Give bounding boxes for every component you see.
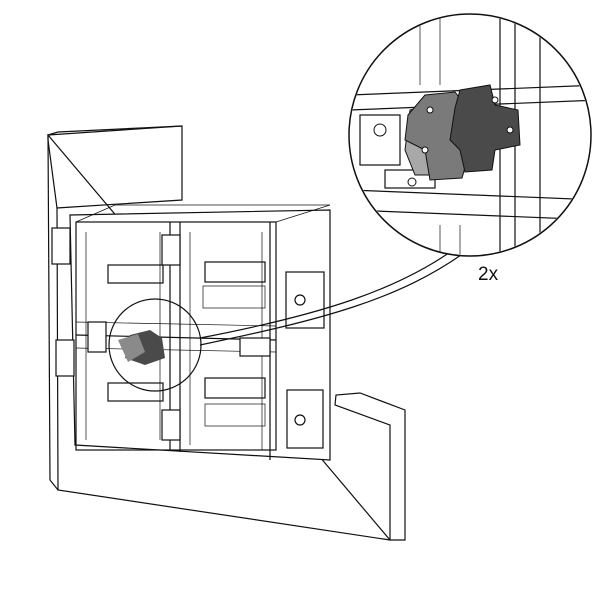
magnified-connector-callout [348,13,592,257]
quantity-label: 2x [478,264,499,285]
callout-leader-line [199,249,469,346]
actuators [51,227,325,449]
